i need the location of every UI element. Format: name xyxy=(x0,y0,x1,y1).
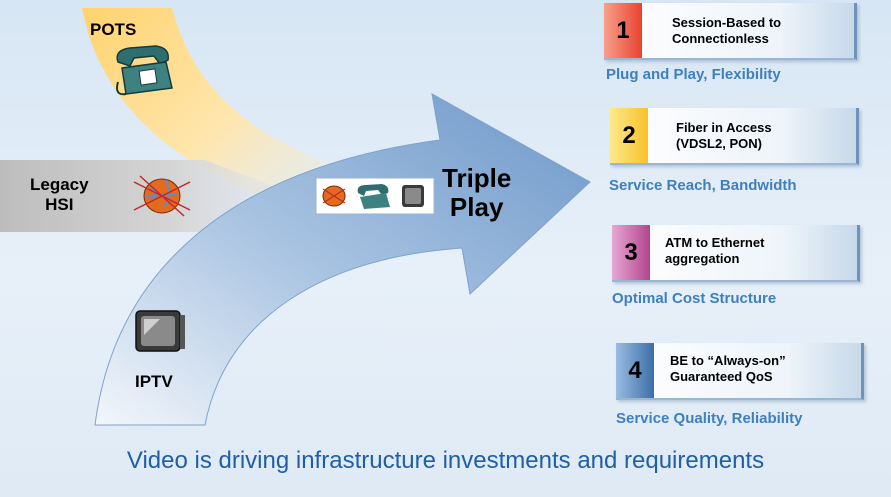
step-number-4: 4 xyxy=(616,343,654,398)
triple-play-line-2: Play xyxy=(449,192,504,222)
step-title-1: Session-Based to Connectionless xyxy=(672,15,782,46)
step-subtitle-1: Plug and Play, Flexibility xyxy=(606,66,781,83)
globe-network-icon xyxy=(133,175,191,217)
combined-services-icons xyxy=(322,184,424,209)
step-card-1: 1 Session-Based to Connectionless xyxy=(604,3,857,60)
step-title-3: ATM to Ethernet aggregation xyxy=(665,235,765,266)
telephone-icon xyxy=(116,45,173,96)
legacy-hsi-label: Legacy HSI xyxy=(30,175,89,215)
step-card-3: 3 ATM to Ethernet aggregation xyxy=(612,225,860,282)
television-icon xyxy=(135,310,185,352)
small-television-icon xyxy=(402,185,424,207)
step-subtitle-2: Service Reach, Bandwidth xyxy=(609,177,797,194)
step-number-2: 2 xyxy=(610,108,648,163)
step-subtitle-3: Optimal Cost Structure xyxy=(612,290,777,307)
caption-text: Video is driving infrastructure investme… xyxy=(126,447,765,474)
step-title-2: Fiber in Access (VDSL2, PON) xyxy=(676,120,772,151)
step-card-2: 2 Fiber in Access (VDSL2, PON) xyxy=(610,108,859,165)
step-number-1: 1 xyxy=(604,3,642,58)
triple-play-line-1: Triple xyxy=(442,163,512,193)
step-card-4: 4 BE to “Always-on” Guaranteed QoS xyxy=(616,343,864,400)
triple-play-arrow xyxy=(94,93,591,426)
step-title-4: BE to “Always-on” Guaranteed QoS xyxy=(670,353,786,384)
step-number-3: 3 xyxy=(612,225,650,280)
iptv-label: IPTV xyxy=(135,372,173,391)
legacy-hsi-line-1: Legacy xyxy=(30,175,89,194)
legacy-hsi-line-2: HSI xyxy=(45,195,74,214)
pots-band xyxy=(82,8,460,232)
small-telephone-icon xyxy=(357,184,390,209)
step-subtitle-4: Service Quality, Reliability xyxy=(616,410,803,427)
pots-label: POTS xyxy=(90,20,137,39)
small-globe-icon xyxy=(322,185,346,207)
triple-play-label: Triple Play xyxy=(442,164,511,222)
